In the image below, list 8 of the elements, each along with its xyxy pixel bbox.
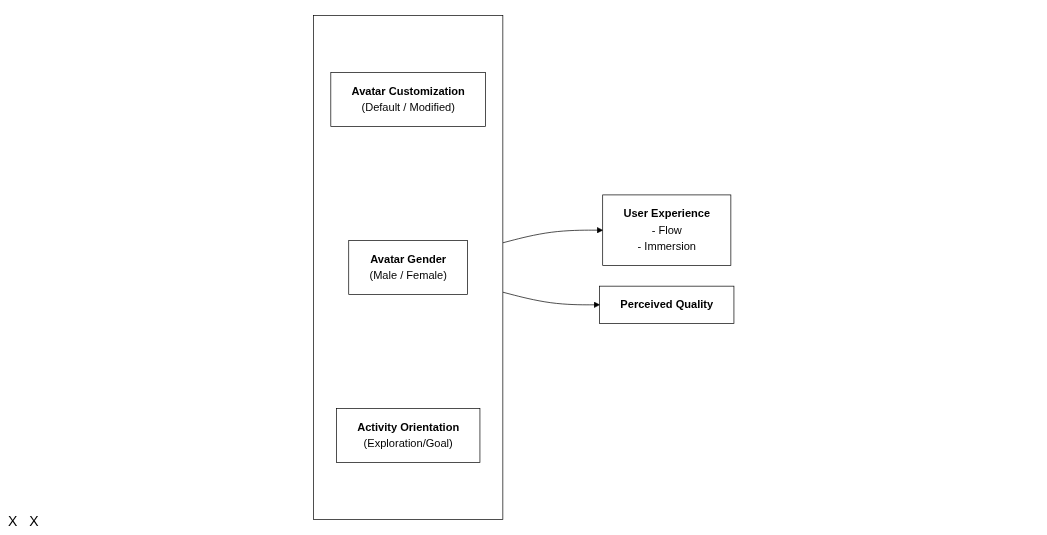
multiplication-sign: X (8, 513, 18, 529)
node-box: Activity Orientation (Exploration/Goal) (335, 408, 481, 463)
node-box: Perceived Quality (599, 285, 735, 324)
node-box: Avatar Customization (Default / Modified) (330, 72, 486, 127)
cluster (312, 15, 503, 520)
node-box: User Experience - Flow - Immersion (602, 194, 731, 266)
multiplication-sign: X (29, 513, 39, 529)
node-box: Avatar Gender (Male / Female) (348, 240, 468, 295)
